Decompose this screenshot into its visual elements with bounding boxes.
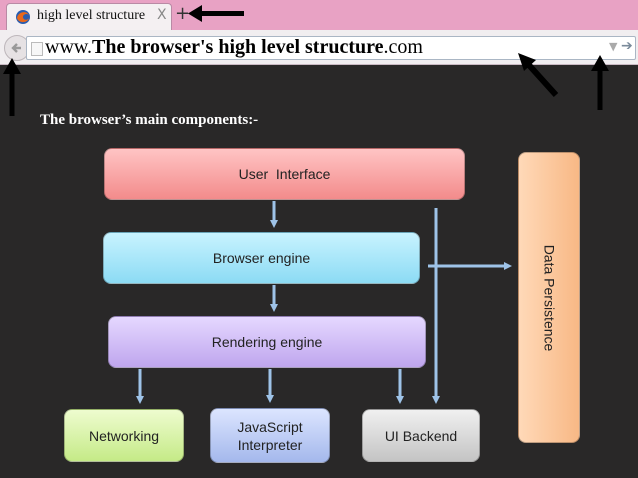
browser-tab[interactable]: high level structure X (6, 3, 172, 30)
url-main: The browser's high level structure (92, 36, 384, 58)
url-text: www.The browser's high level structure.c… (45, 36, 423, 59)
javascript-interpreter-box: JavaScript Interpreter (210, 408, 330, 463)
user-interface-label: User Interface (238, 166, 331, 182)
history-dropdown-icon[interactable]: ▼ (609, 40, 618, 53)
rendering-engine-label: Rendering engine (211, 334, 323, 350)
back-arrow-icon (11, 43, 21, 53)
url-suffix: .com (383, 36, 423, 58)
networking-box: Networking (64, 409, 184, 462)
url-prefix: www. (45, 36, 93, 58)
tab-close-button[interactable]: X (157, 7, 167, 23)
annotation-arrow-address (518, 53, 559, 98)
tab-bar: high level structure X + (0, 0, 638, 30)
rendering-engine-box: Rendering engine (108, 316, 426, 368)
user-interface-box: User Interface (104, 148, 465, 200)
networking-label: Networking (88, 427, 160, 444)
address-bar[interactable]: www.The browser's high level structure.c… (26, 36, 636, 60)
firefox-icon (16, 10, 30, 24)
page-icon (31, 42, 43, 56)
data-persistence-box: Data Persistence (518, 152, 580, 443)
browser-engine-box: Browser engine (103, 232, 420, 284)
ui-backend-box: UI Backend (362, 409, 480, 462)
new-tab-button[interactable]: + (175, 3, 191, 24)
annotation-arrow-go (591, 55, 609, 110)
ui-backend-label: UI Backend (384, 427, 458, 444)
tab-title: high level structure (37, 8, 146, 23)
browser-engine-label: Browser engine (212, 250, 311, 266)
go-arrow-icon[interactable]: ➔ (621, 38, 633, 54)
annotation-arrow-back (3, 58, 21, 116)
javascript-interpreter-label: JavaScript Interpreter (237, 418, 303, 453)
slide-heading: The browser’s main components:- (40, 112, 259, 128)
annotation-arrow-new-tab (188, 5, 244, 22)
